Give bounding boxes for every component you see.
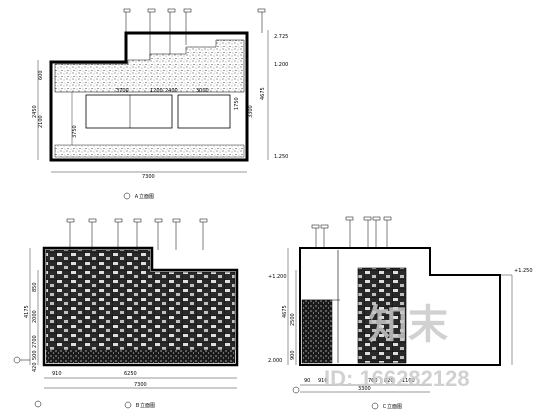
top-dim-top-3: 3000 — [196, 88, 209, 94]
bl-bottom-dim-1: 6250 — [124, 371, 137, 377]
br-section-markers — [311, 216, 392, 248]
bl-elevation-title: Ｂ立面图 — [135, 402, 155, 409]
elevation-bottom-left: 4175 850 2000 2700 500 420 910 6250 7300… — [13, 218, 239, 409]
elevation-top: 2.725 1.200 4675 1.250 600 2450 2100 375… — [32, 8, 288, 200]
watermark: 知末 ID: 166282128 — [324, 303, 470, 391]
bl-dim-left-1: 850 — [32, 282, 38, 292]
watermark-brand: 知末 — [368, 303, 448, 347]
bl-dim-left-2: 2000 — [32, 310, 38, 323]
bl-tile-wall — [45, 249, 236, 351]
top-stone-cladding — [54, 39, 245, 93]
br-dim-right-2: 2.000 — [268, 358, 282, 364]
bl-dim-left-3: 2700 — [32, 335, 38, 348]
br-dim-right-0: +1.250 — [514, 268, 533, 274]
top-dim-mid-1: 1750 — [234, 97, 240, 110]
top-stone-base — [54, 144, 245, 158]
elevation-bottom-right: +1.250 +1.200 2.000 4675 2500 900 90 910… — [268, 216, 533, 410]
br-dense-column-left — [301, 299, 333, 364]
top-wall-outline — [49, 31, 249, 162]
top-dim-right-0: 2.725 — [274, 34, 288, 40]
top-dim-top-2: 2400 — [165, 88, 178, 94]
top-dimension-lines — [37, 30, 269, 173]
bl-wall-outline — [42, 246, 239, 367]
br-bottom-dim-2: 760 — [368, 378, 378, 384]
watermark-id: ID: 166282128 — [324, 366, 470, 391]
br-bottom-dim-3: 820 — [384, 378, 394, 384]
bl-dim-left-0: 4175 — [24, 305, 30, 318]
br-bottom-dim-0: 90 — [304, 378, 310, 384]
br-dimension-lines — [287, 248, 513, 393]
top-window-right — [177, 94, 231, 129]
br-stone-panel — [357, 267, 407, 364]
br-dim-left-1: 2500 — [290, 313, 296, 326]
top-dim-right-2: 4675 — [260, 87, 266, 100]
top-dim-right-1: 1.200 — [274, 62, 288, 68]
br-bottom-dim-1: 910 — [318, 378, 328, 384]
top-elevation-title: Ａ立面图 — [134, 193, 154, 200]
top-dim-width: 7300 — [142, 174, 155, 180]
br-dim-left-0: 4675 — [282, 305, 288, 318]
top-dim-left-0: 600 — [38, 70, 44, 80]
top-dim-top-1: 1200 — [150, 88, 163, 94]
br-dim-right-1: +1.200 — [268, 274, 287, 280]
bl-section-markers — [66, 218, 208, 250]
bl-dimension-lines — [29, 248, 237, 389]
br-elevation-title: Ｃ立面图 — [382, 403, 402, 410]
top-dim-left-1: 2450 — [32, 105, 38, 118]
br-dim-width: 3300 — [358, 386, 371, 392]
br-dim-left-2: 900 — [290, 350, 296, 360]
bl-dim-width: 7300 — [134, 382, 147, 388]
bl-dim-left-5: 420 — [32, 362, 38, 372]
top-dim-top-0: 3700 — [116, 88, 129, 94]
top-window-left — [85, 94, 173, 129]
top-dim-inner-left: 3750 — [72, 125, 78, 138]
bl-bottom-dim-0: 910 — [52, 371, 62, 377]
top-dim-mid-0: 3300 — [248, 105, 254, 118]
bl-dim-left-4: 500 — [32, 350, 38, 360]
br-bottom-dim-4: 1100 — [402, 378, 415, 384]
bl-elevation-marker — [13, 356, 42, 408]
bl-dense-base — [46, 350, 235, 363]
top-dim-left-2: 2100 — [38, 115, 44, 128]
top-section-markers — [123, 8, 266, 60]
top-dim-right-3: 1.250 — [274, 154, 288, 160]
